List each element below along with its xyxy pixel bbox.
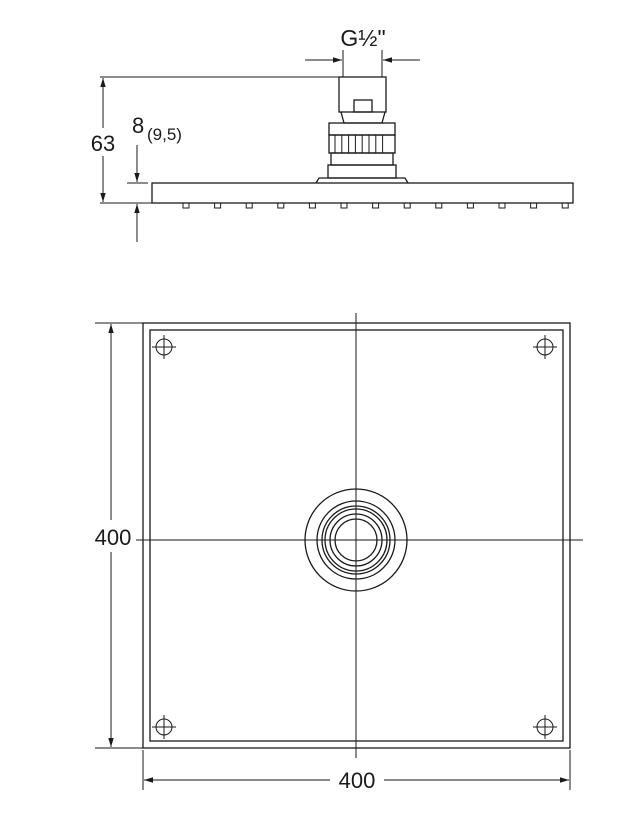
nozzle bbox=[245, 202, 253, 209]
thread-dimension: G½" bbox=[305, 25, 420, 77]
knurl-lines bbox=[334, 135, 384, 153]
height-dimension-top: 400 bbox=[95, 322, 143, 749]
nozzle bbox=[403, 202, 411, 209]
height-dimension: 63 bbox=[91, 76, 339, 204]
nozzle bbox=[435, 202, 443, 209]
center-fitting bbox=[304, 488, 408, 592]
width-dimension-top: 400 bbox=[142, 750, 571, 793]
plate-thickness-label: 8 bbox=[132, 113, 144, 138]
top-height-label: 400 bbox=[95, 525, 132, 550]
nozzle bbox=[530, 202, 538, 209]
nozzle bbox=[182, 202, 190, 209]
fitting bbox=[315, 76, 409, 184]
nozzle bbox=[372, 202, 380, 209]
shower-plate-side bbox=[151, 182, 574, 204]
nozzle bbox=[277, 202, 285, 209]
nozzles bbox=[182, 202, 569, 209]
nozzle bbox=[498, 202, 506, 209]
corner-screws bbox=[152, 335, 557, 739]
top-width-label: 400 bbox=[339, 768, 376, 793]
screw-hole-icon bbox=[152, 335, 176, 359]
height-label: 63 bbox=[91, 131, 115, 156]
nozzle bbox=[214, 202, 222, 209]
screw-hole-icon bbox=[152, 715, 176, 739]
screw-hole-icon bbox=[533, 715, 557, 739]
nozzle bbox=[561, 202, 569, 209]
side-view: G½" 63 8 (9,5) bbox=[91, 25, 574, 242]
screw-hole-icon bbox=[533, 335, 557, 359]
plate-thickness-dimension: 8 (9,5) bbox=[127, 113, 182, 242]
nozzle bbox=[340, 202, 348, 209]
nozzle bbox=[308, 202, 316, 209]
nozzle bbox=[466, 202, 474, 209]
thread-label: G½" bbox=[340, 25, 385, 51]
top-view: 400 400 bbox=[95, 313, 583, 793]
plate-thickness-alt-label: (9,5) bbox=[147, 125, 182, 144]
